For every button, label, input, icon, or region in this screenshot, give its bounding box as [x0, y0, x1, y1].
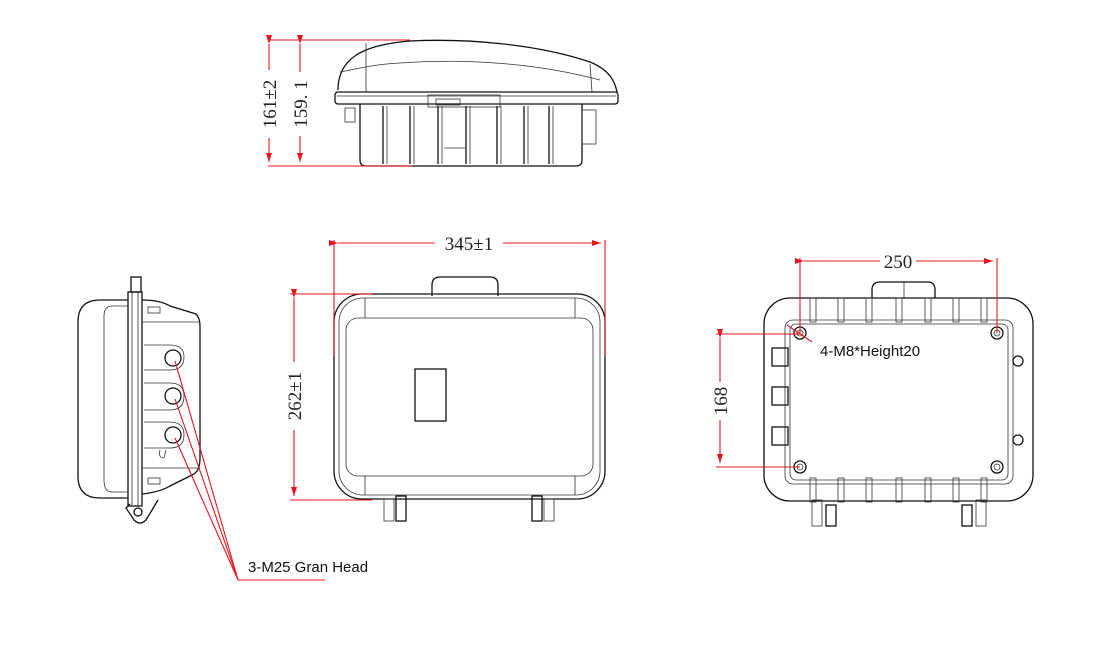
width-dimension-345: 345±1	[329, 232, 606, 356]
width-dimension-250: 250	[795, 250, 998, 333]
label-plate	[414, 368, 447, 422]
gland-callout-leader	[174, 360, 325, 581]
side-connectors	[771, 347, 789, 446]
dim-label-345: 345±1	[445, 234, 493, 255]
left-side-view: 3-M25 Gran Head	[77, 276, 368, 581]
front-view: 345±1 262±1	[284, 232, 606, 522]
cooling-fins	[382, 106, 554, 164]
height-dimension-262: 262±1	[284, 289, 372, 501]
m8-callout-leader	[786, 324, 813, 343]
back-fins-bottom	[809, 477, 988, 503]
gland-holes	[144, 344, 185, 459]
dim-label-262: 262±1	[285, 372, 306, 420]
back-view: 250 168 4-M8*Height20	[710, 250, 1034, 527]
front-feet	[383, 495, 555, 522]
height-dimension-159: 159. 1	[290, 35, 312, 162]
height-dimension-168: 168	[710, 329, 800, 468]
m8-callout-label: 4-M8*Height20	[820, 343, 920, 360]
back-fins-top	[809, 297, 988, 323]
dim-label-250: 250	[884, 252, 913, 273]
dim-label-161: 161±2	[260, 80, 281, 128]
dim-label-168: 168	[711, 387, 732, 416]
side-elevation-view: 161±2 159. 1	[258, 35, 619, 167]
dim-label-159: 159. 1	[291, 80, 312, 128]
back-feet	[811, 499, 987, 527]
gland-callout-label: 3-M25 Gran Head	[248, 559, 368, 576]
height-dimension-161: 161±2	[258, 35, 412, 167]
